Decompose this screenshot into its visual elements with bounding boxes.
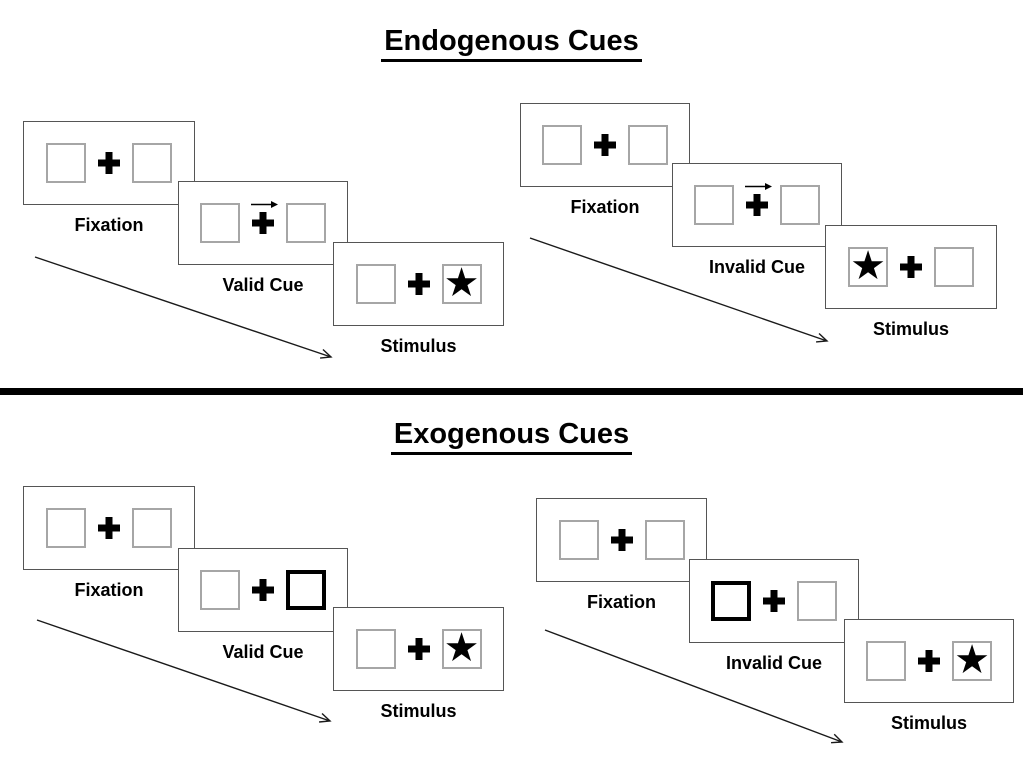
placeholder-box-left [866, 641, 906, 681]
screen-panel-cue [672, 163, 842, 247]
fixation-cross-icon [918, 650, 940, 672]
panel-label: Stimulus [380, 336, 457, 356]
fixation-cross-icon [407, 638, 430, 660]
fixation-cross-icon [407, 273, 430, 295]
target-box-right: ★ [952, 637, 992, 683]
panel-group-fixation: Fixation [520, 103, 690, 218]
fixation-cross-wrap [610, 529, 633, 551]
target-star-icon: ★ [443, 625, 480, 671]
fixation-cross-wrap [252, 579, 274, 601]
screen-panel-fixation [536, 498, 707, 582]
placeholder-box-right [797, 581, 837, 621]
target-star-icon: ★ [954, 637, 990, 683]
fixation-cross-icon [594, 134, 616, 156]
fixation-cross-icon [610, 529, 633, 551]
section-title-text: Exogenous Cues [390, 418, 633, 455]
panel-label: Stimulus [890, 713, 967, 733]
panel-group-cue: Valid Cue [178, 548, 348, 663]
screen-panel-stimulus: ★ [825, 225, 997, 309]
panel-label: Fixation [586, 592, 656, 612]
fixation-cross-icon [746, 194, 768, 216]
peripheral-cue-box-left [711, 581, 751, 621]
panel-group-fixation: Fixation [23, 486, 195, 601]
screen-panel-fixation [23, 486, 195, 570]
panel-label: Stimulus [872, 319, 949, 339]
section-title-endogenous: Endogenous Cues [0, 25, 1023, 62]
placeholder-box-left [200, 203, 240, 243]
target-box-right: ★ [441, 260, 482, 306]
fixation-cross-wrap [594, 134, 616, 156]
target-star-icon: ★ [443, 260, 480, 306]
panel-label: Fixation [570, 197, 640, 217]
screen-panel-cue [689, 559, 859, 643]
fixation-cross-icon [98, 152, 120, 174]
panel-label: Stimulus [380, 701, 457, 721]
placeholder-box-right [628, 125, 668, 165]
placeholder-box-right [644, 520, 685, 560]
target-box-left: ★ [848, 243, 888, 289]
screen-panel-cue [178, 181, 348, 265]
panel-label: Valid Cue [222, 275, 304, 295]
fixation-cross-wrap [407, 273, 430, 295]
target-star-icon: ★ [850, 243, 886, 289]
panel-label: Valid Cue [222, 642, 304, 662]
section-title-text: Endogenous Cues [381, 25, 642, 62]
placeholder-box-right [934, 247, 974, 287]
fixation-cross-icon [900, 256, 922, 278]
screen-panel-fixation [520, 103, 690, 187]
fixation-cross-wrap [745, 183, 772, 216]
panel-group-cue: Valid Cue [178, 181, 348, 296]
cue-arrow-right-icon [251, 201, 278, 208]
target-box-right: ★ [441, 625, 482, 671]
cue-arrow-right-icon [745, 183, 772, 190]
fixation-cross-icon [252, 579, 274, 601]
fixation-cross-icon [98, 517, 120, 539]
panel-label: Fixation [74, 215, 144, 235]
fixation-cross-wrap [763, 590, 785, 612]
screen-panel-stimulus: ★ [844, 619, 1014, 703]
fixation-cross-wrap [251, 201, 278, 234]
screen-panel-cue [178, 548, 348, 632]
fixation-cross-wrap [918, 650, 940, 672]
panel-group-stimulus: ★ Stimulus [825, 225, 997, 340]
placeholder-box-right [780, 185, 820, 225]
screen-panel-fixation [23, 121, 195, 205]
fixation-cross-wrap [98, 152, 120, 174]
fixation-cross-icon [763, 590, 785, 612]
panel-group-cue: Invalid Cue [672, 163, 842, 278]
screen-panel-stimulus: ★ [333, 607, 504, 691]
panel-group-stimulus: ★ Stimulus [844, 619, 1014, 734]
peripheral-cue-box-right [286, 570, 326, 610]
placeholder-box-left [355, 264, 396, 304]
placeholder-box-left [46, 143, 86, 183]
panel-label: Invalid Cue [708, 257, 806, 277]
fixation-cross-wrap [98, 517, 120, 539]
panel-group-stimulus: ★ Stimulus [333, 242, 504, 357]
screen-panel-stimulus: ★ [333, 242, 504, 326]
placeholder-box-right [132, 143, 172, 183]
section-divider [0, 388, 1023, 395]
placeholder-box-left [46, 508, 86, 548]
fixation-cross-icon [252, 212, 274, 234]
panel-label: Fixation [74, 580, 144, 600]
panel-group-stimulus: ★ Stimulus [333, 607, 504, 722]
placeholder-box-left [542, 125, 582, 165]
panel-group-fixation: Fixation [536, 498, 707, 613]
fixation-cross-wrap [900, 256, 922, 278]
placeholder-box-right [132, 508, 172, 548]
placeholder-box-left [694, 185, 734, 225]
section-title-exogenous: Exogenous Cues [0, 418, 1023, 455]
placeholder-box-left [355, 629, 396, 669]
panel-group-fixation: Fixation [23, 121, 195, 236]
fixation-cross-wrap [407, 638, 430, 660]
panel-label: Invalid Cue [725, 653, 823, 673]
panel-group-cue: Invalid Cue [689, 559, 859, 674]
placeholder-box-right [286, 203, 326, 243]
placeholder-box-left [558, 520, 599, 560]
placeholder-box-left [200, 570, 240, 610]
